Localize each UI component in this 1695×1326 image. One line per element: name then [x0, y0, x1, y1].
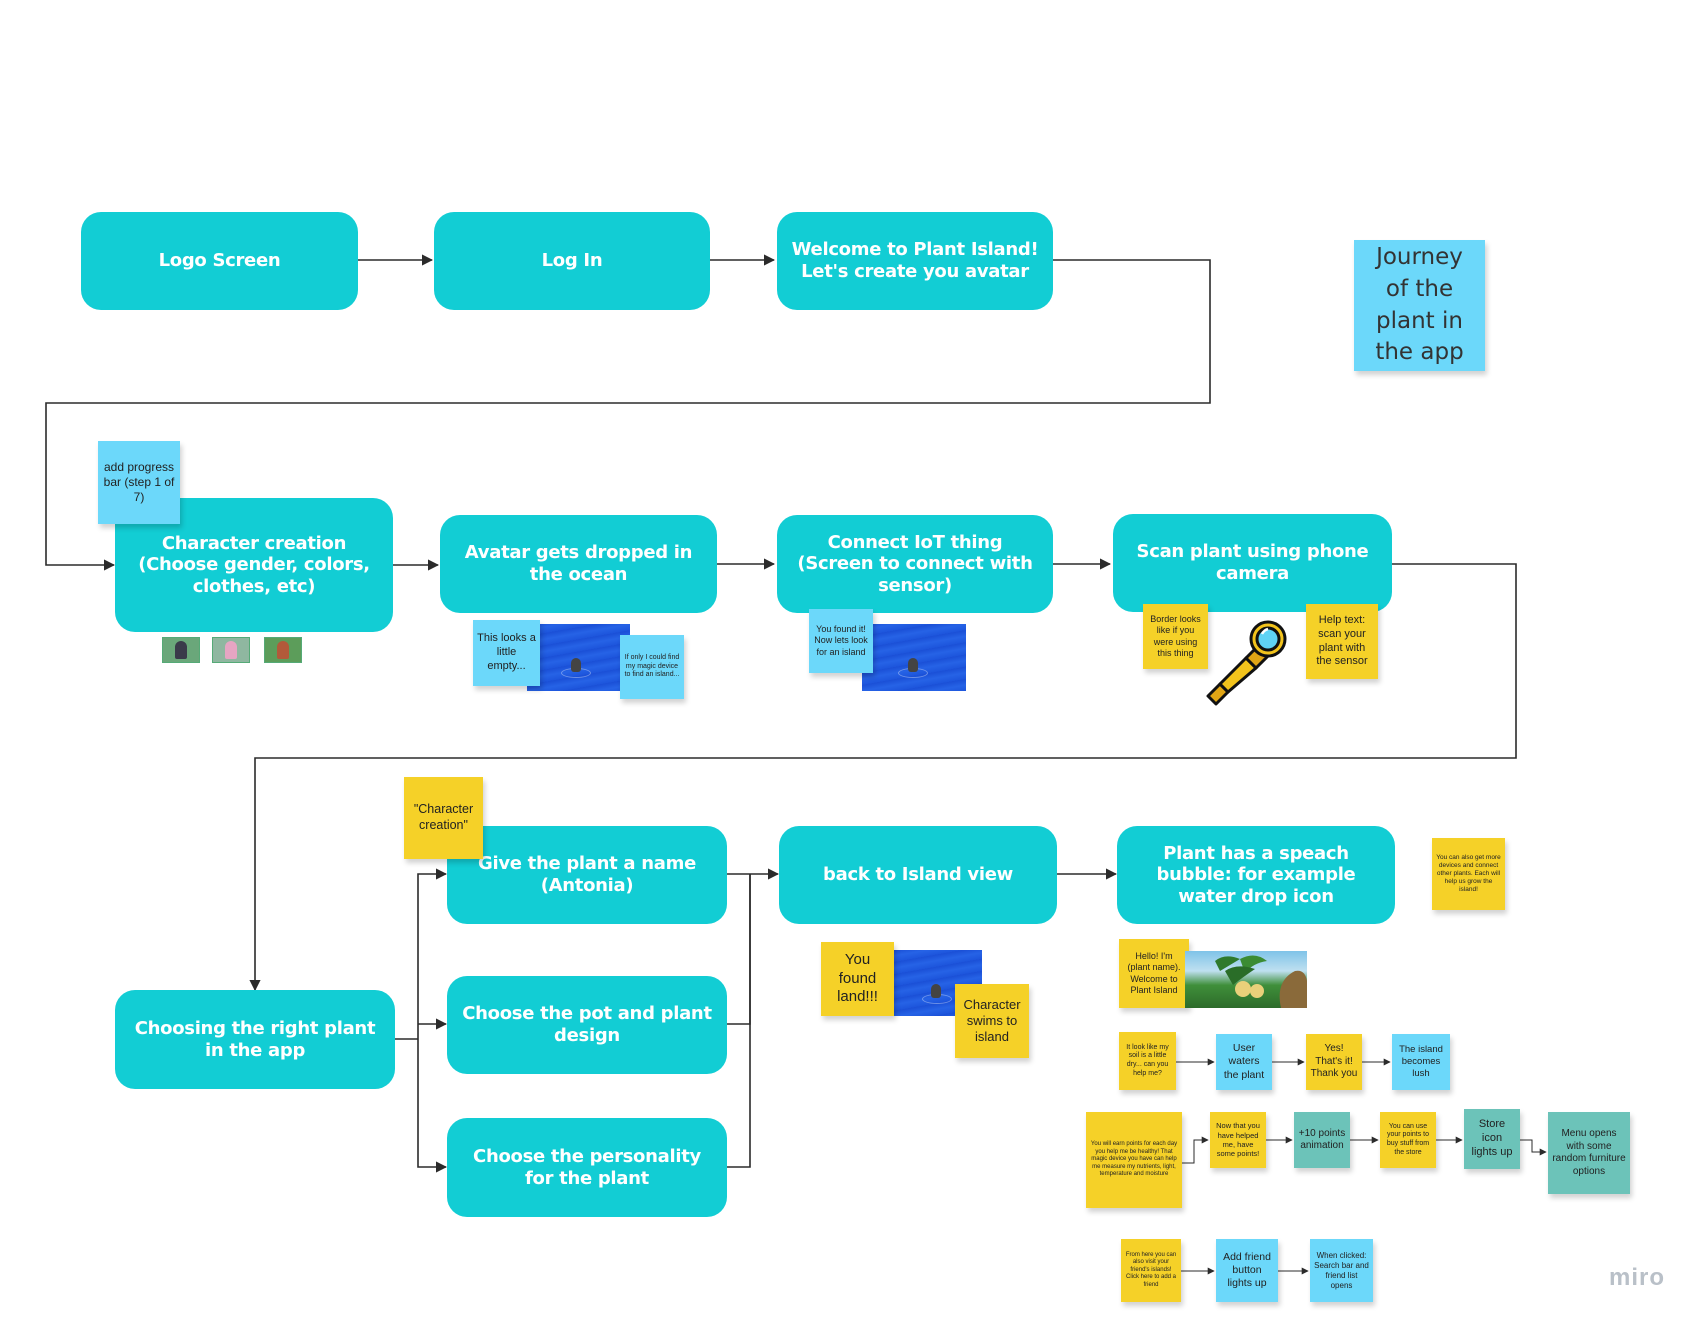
note-progress-bar[interactable]: add progress bar (step 1 of 7) [98, 441, 180, 524]
note-help-text[interactable]: Help text: scan your plant with the sens… [1306, 604, 1378, 679]
node-avatar-ocean[interactable]: Avatar gets dropped in the ocean [440, 515, 717, 613]
spyglass-icon [1206, 620, 1287, 706]
node-choosing-plant[interactable]: Choosing the right plant in the app [115, 990, 395, 1089]
note-search-bar[interactable]: When clicked: Search bar and friend list… [1310, 1239, 1373, 1302]
note-use-points[interactable]: You can use your points to buy stuff fro… [1380, 1112, 1436, 1168]
note-soil-dry[interactable]: It look like my soil is a little dry... … [1119, 1032, 1176, 1090]
avatar-sprite-3 [264, 637, 302, 663]
note-menu-opens[interactable]: Menu opens with some random furniture op… [1548, 1112, 1630, 1194]
note-found-it[interactable]: You found it! Now lets look for an islan… [809, 609, 873, 673]
note-more-devices[interactable]: You can also get more devices and connec… [1432, 838, 1505, 910]
note-border-looks[interactable]: Border looks like if you were using this… [1143, 604, 1208, 669]
node-speech-bubble[interactable]: Plant has a speach bubble: for example w… [1117, 826, 1395, 924]
ocean-image-2 [862, 624, 966, 691]
note-swims-to-island[interactable]: Character swims to island [955, 984, 1029, 1058]
ocean-image [527, 624, 630, 691]
arrow-personality-merge [726, 874, 751, 1168]
note-points-animation[interactable]: +10 points animation [1294, 1112, 1350, 1168]
title-sticky[interactable]: Journey of the plant in the app [1354, 240, 1485, 371]
note-magic-device[interactable]: If only I could find my magic device to … [620, 635, 684, 699]
arrow-store-menu [1520, 1139, 1547, 1156]
node-give-name[interactable]: Give the plant a name (Antonia) [447, 826, 727, 924]
note-hello-plant[interactable]: Hello! I'm (plant name). Welcome to Plan… [1119, 939, 1189, 1008]
note-earn-points[interactable]: You will earn points for each day you he… [1086, 1112, 1182, 1208]
island-image [1185, 951, 1307, 1008]
note-user-waters[interactable]: User waters the plant [1216, 1034, 1272, 1090]
avatar-sprite-1 [162, 637, 200, 663]
arrow-to-name [417, 868, 448, 1039]
note-visit-friends[interactable]: From here you can also visit your friend… [1121, 1239, 1181, 1302]
node-island-view[interactable]: back to Island view [779, 826, 1057, 924]
note-character-creation[interactable]: "Character creation" [404, 777, 483, 859]
node-scan-plant[interactable]: Scan plant using phone camera [1113, 514, 1392, 612]
arrow-to-personality [417, 1039, 448, 1173]
arrow-pot-merge [726, 874, 751, 1025]
node-choose-personality[interactable]: Choose the personality for the plant [447, 1118, 727, 1217]
node-logo-screen[interactable]: Logo Screen [81, 212, 358, 310]
node-choose-pot[interactable]: Choose the pot and plant design [447, 976, 727, 1074]
note-looks-empty[interactable]: This looks a little empty... [473, 620, 540, 686]
note-thank-you[interactable]: Yes! That's it! Thank you [1306, 1034, 1362, 1090]
node-connect-iot[interactable]: Connect IoT thing (Screen to connect wit… [777, 515, 1053, 613]
node-welcome[interactable]: Welcome to Plant Island! Let's create yo… [777, 212, 1053, 310]
avatar-sprite-2 [212, 637, 250, 663]
note-found-land[interactable]: You found land!!! [821, 942, 894, 1016]
note-store-icon[interactable]: Store icon lights up [1464, 1109, 1520, 1169]
note-island-lush[interactable]: The island becomes lush [1392, 1034, 1450, 1090]
note-have-points[interactable]: Now that you have helped me, have some p… [1210, 1112, 1266, 1168]
arrow-earn-helped [1180, 1136, 1209, 1164]
node-log-in[interactable]: Log In [434, 212, 710, 310]
miro-logo: miro [1608, 1264, 1665, 1291]
note-add-friend[interactable]: Add friend button lights up [1216, 1239, 1278, 1302]
